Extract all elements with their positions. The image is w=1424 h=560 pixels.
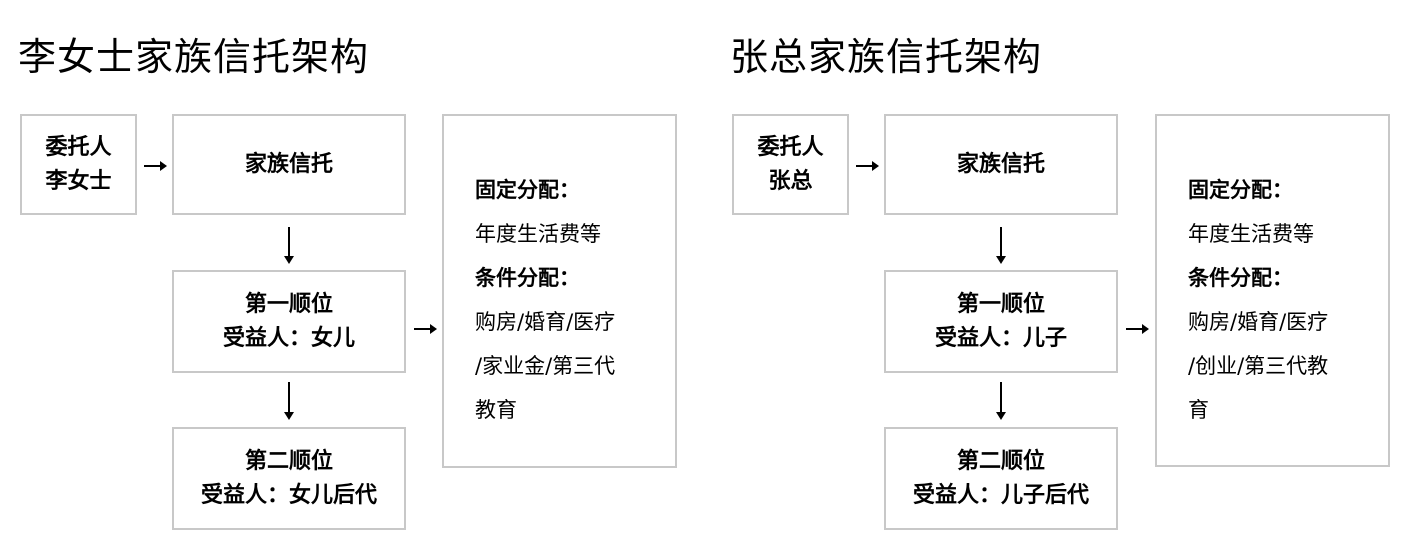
first-order-label: 第一顺位 [244, 291, 333, 317]
settlor-name: 张总 [768, 168, 813, 194]
trust-box: 家族信托 [884, 114, 1118, 215]
fixed-distribution-text: 年度生活费等 [1188, 222, 1314, 246]
conditional-distribution-heading: 条件分配： [1188, 266, 1293, 290]
second-order-label: 第二顺位 [956, 448, 1045, 474]
first-beneficiary-box: 第一顺位 受益人：女儿 [172, 270, 406, 373]
trust-diagram-li: 李女士家族信托架构 委托人 李女士 家族信托 第一顺位 受益人：女儿 第二顺位 … [0, 0, 700, 560]
settlor-box: 委托人 李女士 [20, 114, 137, 215]
second-beneficiary-label: 受益人：儿子后代 [912, 482, 1089, 508]
trust-diagram-zhang: 张总家族信托架构 委托人 张总 家族信托 第一顺位 受益人：儿子 第二顺位 受益… [712, 0, 1412, 560]
arrow-first-to-second [996, 382, 1006, 420]
second-order-label: 第二顺位 [244, 448, 333, 474]
settlor-name: 李女士 [45, 168, 112, 194]
first-beneficiary-label: 受益人：儿子 [934, 325, 1067, 351]
conditional-distribution-line: 购房/婚育/医疗 [1188, 310, 1329, 334]
second-beneficiary-box: 第二顺位 受益人：女儿后代 [172, 427, 406, 530]
conditional-distribution-line: 购房/婚育/医疗 [475, 310, 616, 334]
distribution-box: 固定分配： 年度生活费等 条件分配： 购房/婚育/医疗 /创业/第三代教 育 [1155, 114, 1390, 467]
distribution-box: 固定分配： 年度生活费等 条件分配： 购房/婚育/医疗 /家业金/第三代 教育 [442, 114, 677, 468]
first-order-label: 第一顺位 [956, 291, 1045, 317]
trust-box: 家族信托 [172, 114, 406, 215]
conditional-distribution-line: 教育 [475, 398, 517, 422]
diagram-title: 李女士家族信托架构 [18, 35, 370, 79]
arrow-settlor-to-trust [144, 161, 167, 171]
fixed-distribution-heading: 固定分配： [475, 178, 580, 202]
diagram-title: 张总家族信托架构 [730, 35, 1043, 79]
second-beneficiary-label: 受益人：女儿后代 [200, 482, 377, 508]
arrow-first-to-distribution [414, 324, 437, 334]
trust-label: 家族信托 [956, 151, 1045, 177]
trust-label: 家族信托 [244, 151, 333, 177]
settlor-label: 委托人 [757, 134, 824, 160]
conditional-distribution-heading: 条件分配： [475, 266, 580, 290]
second-beneficiary-box: 第二顺位 受益人：儿子后代 [884, 427, 1118, 530]
arrow-trust-to-first [284, 227, 294, 264]
conditional-distribution-line: /创业/第三代教 [1188, 354, 1329, 378]
fixed-distribution-heading: 固定分配： [1188, 178, 1293, 202]
arrow-first-to-distribution [1126, 324, 1149, 334]
settlor-label: 委托人 [45, 134, 112, 160]
arrow-trust-to-first [996, 227, 1006, 264]
arrow-settlor-to-trust [856, 161, 879, 171]
conditional-distribution-line: 育 [1188, 398, 1209, 422]
settlor-box: 委托人 张总 [732, 114, 849, 215]
first-beneficiary-box: 第一顺位 受益人：儿子 [884, 270, 1118, 373]
arrow-first-to-second [284, 382, 294, 420]
conditional-distribution-line: /家业金/第三代 [475, 354, 616, 378]
first-beneficiary-label: 受益人：女儿 [222, 325, 355, 351]
fixed-distribution-text: 年度生活费等 [475, 222, 601, 246]
